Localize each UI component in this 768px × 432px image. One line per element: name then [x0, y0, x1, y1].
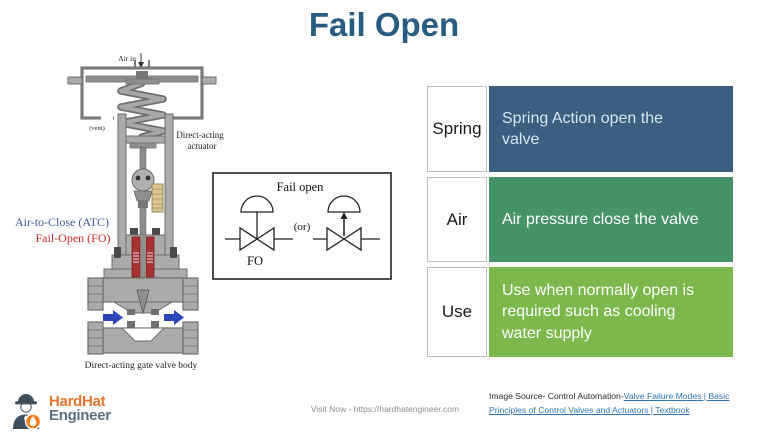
flow-arrow-right — [164, 310, 184, 325]
air-in-label: Air in — [118, 54, 136, 63]
air-in-arrow — [138, 53, 144, 68]
fail-open-schematic: Fail open FO (or) — [212, 172, 392, 280]
air-label-cell: Air — [427, 177, 487, 262]
actuator-label-line2: actuator — [188, 141, 217, 151]
schematic-title: Fail open — [277, 180, 325, 194]
bonnet-packing — [103, 228, 188, 283]
spring-content-cell: Spring Action open the valve — [489, 86, 733, 172]
travel-scale — [151, 183, 164, 213]
logo-engineer-text: Engineer — [49, 407, 111, 424]
flow-arrows — [103, 310, 184, 325]
image-source-link[interactable]: Valve Failure Modes | Basic Principles o… — [489, 391, 730, 415]
info-row-spring: Spring Spring Action open the valve — [427, 86, 733, 172]
air-content-cell: Air pressure close the valve — [489, 177, 733, 262]
image-source-prefix: Image Source- Control Automation- — [489, 391, 624, 401]
vent-label: (vent) — [89, 125, 105, 132]
use-label-cell: Use — [427, 267, 487, 357]
valve-diagram: Air in — [15, 53, 224, 371]
valve-body-label: Direct-acting gate valve body — [85, 361, 198, 371]
logo-text: HardHat Engineer — [49, 392, 111, 424]
schematic-border — [212, 172, 392, 280]
atc-label: Air-to-Close (ATC) — [15, 215, 109, 229]
spring-label-cell: Spring — [427, 86, 487, 172]
actuator-spring — [117, 78, 169, 149]
schematic-fo-label: FO — [247, 254, 263, 268]
info-row-use: Use Use when normally open is required s… — [427, 267, 733, 357]
hardhat-engineer-logo: HardHat Engineer — [8, 388, 111, 430]
valve-symbol-right — [313, 195, 380, 252]
schematic-or-label: (or) — [294, 221, 311, 233]
worker-icon — [13, 394, 42, 430]
valve-body — [87, 277, 199, 355]
actuator-label-line1: Direct-acting — [176, 130, 224, 140]
info-boxes: Spring Spring Action open the valve Air … — [427, 86, 733, 357]
stem-connector — [131, 168, 155, 208]
valve-symbol-left — [225, 195, 293, 252]
logo-hardhat-text: HardHat — [49, 392, 106, 410]
page-title: Fail Open — [308, 6, 460, 43]
fail-open-label: Fail-Open (FO) — [36, 231, 111, 245]
use-content-cell: Use when normally open is required such … — [489, 267, 733, 357]
visit-now-text: Visit Now - https://hardhatengineer.com — [310, 404, 460, 414]
image-source-text: Image Source- Control Automation-Valve F… — [489, 390, 762, 418]
flow-arrow-left — [103, 310, 123, 325]
info-row-air: Air Air pressure close the valve — [427, 177, 733, 262]
